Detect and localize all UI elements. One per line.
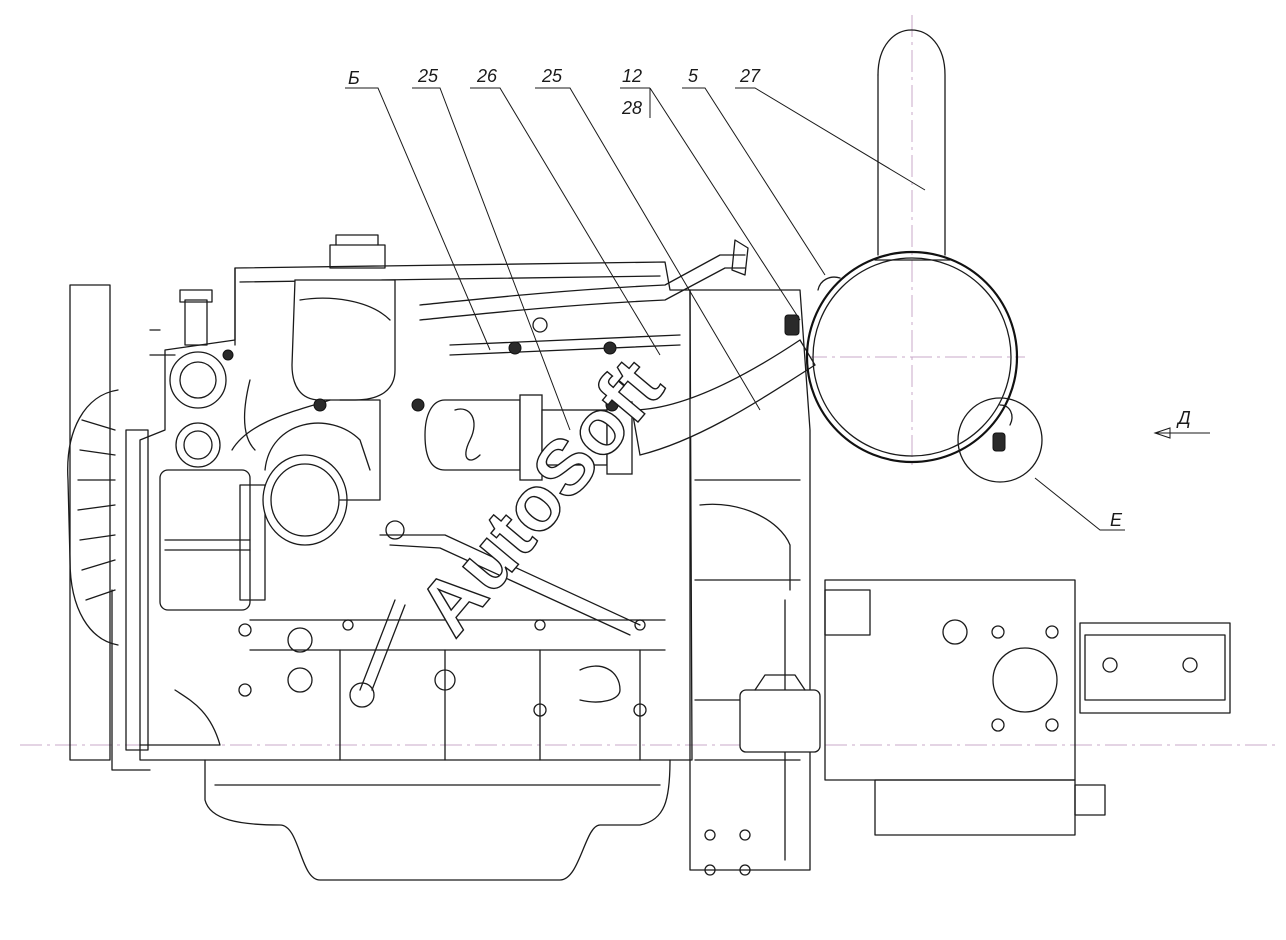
alternator: [139, 289, 266, 746]
cooling-fan: [67, 284, 151, 771]
gearbox: [824, 579, 1231, 836]
label-5: 5: [688, 66, 699, 86]
top-pipes: [419, 239, 749, 356]
exhaust-pipe: [424, 339, 816, 481]
label-25-left: 25: [417, 66, 439, 86]
watermark: AutoSoft: [401, 342, 680, 651]
label-e: Е: [1110, 510, 1123, 530]
label-d: Д: [1176, 408, 1191, 428]
label-b: Б: [348, 68, 360, 88]
label-28: 28: [621, 98, 642, 118]
leader-lines: [345, 87, 1210, 531]
label-25-right: 25: [541, 66, 563, 86]
detail-e-circle: [957, 397, 1043, 483]
label-27: 27: [739, 66, 761, 86]
flange-bolts: [222, 341, 619, 412]
engine-block: [139, 234, 693, 881]
label-12: 12: [622, 66, 642, 86]
silencer: [784, 29, 1019, 464]
callout-labels: Б 25 26 25 12 28 5 27 Е Д: [348, 66, 1191, 530]
flywheel-housing: [689, 289, 821, 876]
turbocharger: [231, 279, 396, 546]
dipstick: [349, 520, 641, 708]
label-26: 26: [476, 66, 498, 86]
